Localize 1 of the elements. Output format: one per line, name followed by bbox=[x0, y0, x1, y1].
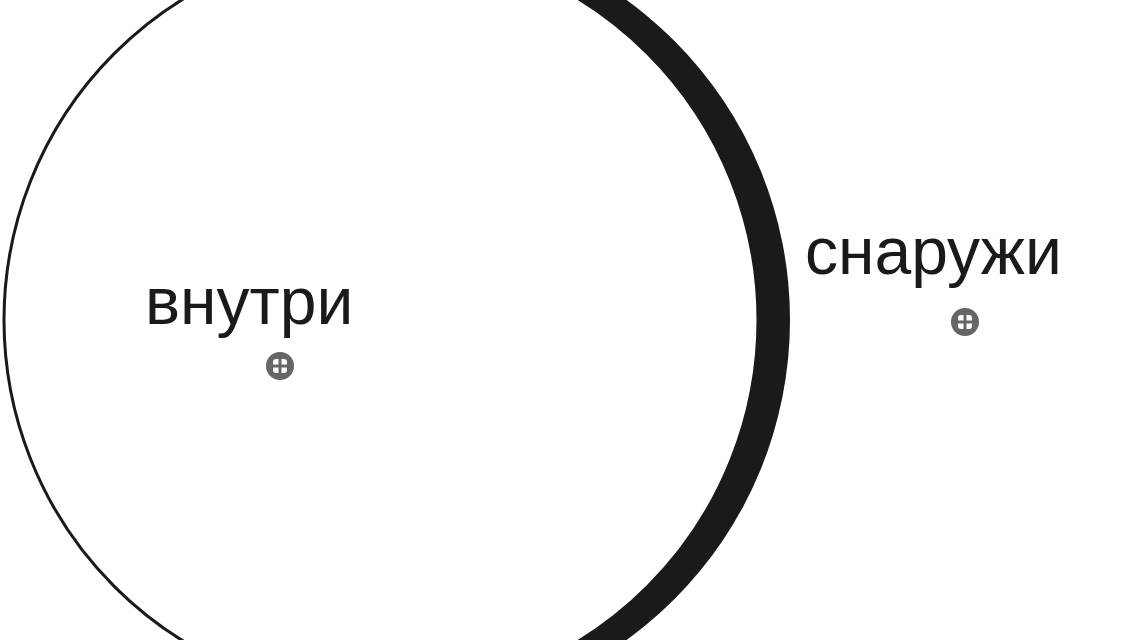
circle-boundary bbox=[0, 0, 792, 640]
